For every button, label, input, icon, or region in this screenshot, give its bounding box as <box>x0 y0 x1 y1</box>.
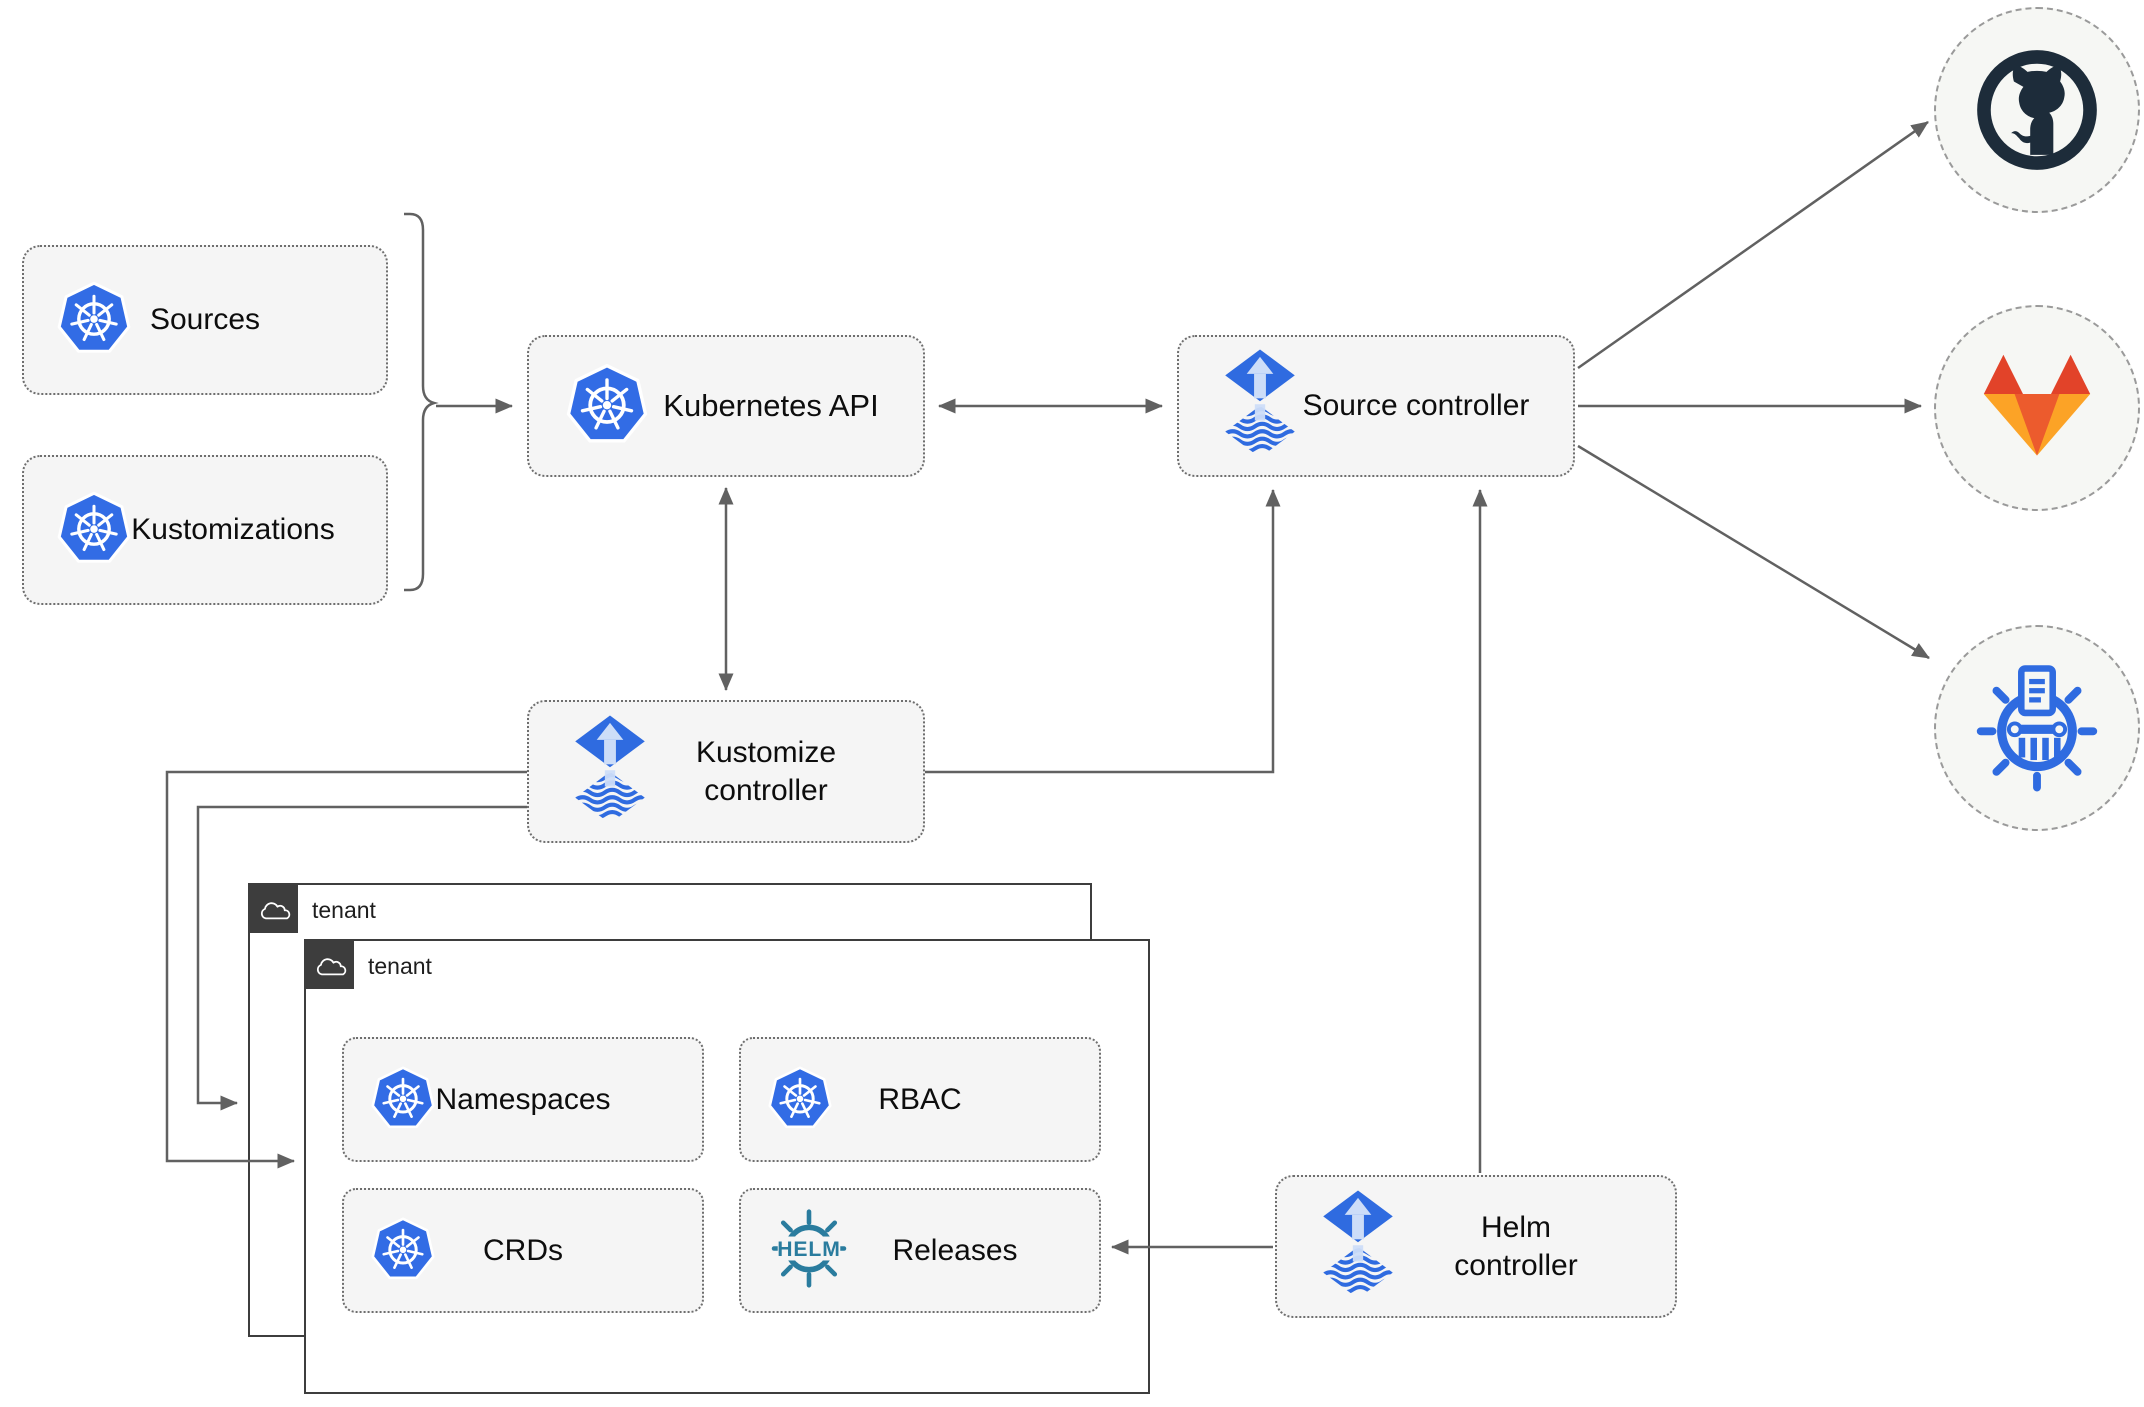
crds-label: CRDs <box>483 1233 563 1267</box>
group-brace <box>404 212 439 592</box>
crds-box: CRDs <box>342 1188 704 1313</box>
kubernetes-api-box: Kubernetes API <box>527 335 925 477</box>
cloud-icon <box>260 901 291 919</box>
source-controller-label: Source controller <box>1302 389 1530 423</box>
tenant-back-label: tenant <box>312 897 376 923</box>
namespaces-box: Namespaces <box>342 1037 704 1162</box>
gitlab-circle <box>1934 305 2140 511</box>
tenant-front-box: tenant Namespaces RBAC CRDs <box>304 939 1150 1394</box>
sources-label: Sources <box>149 303 261 337</box>
helm-icon: HELM <box>763 1202 855 1299</box>
helm-controller-box: Helm controller <box>1275 1175 1677 1318</box>
gitlab-icon <box>1983 354 2091 456</box>
tenant-front-tab <box>304 939 354 989</box>
helm-logo-text: HELM <box>777 1237 841 1260</box>
cloud-icon <box>316 957 347 975</box>
github-circle <box>1934 7 2140 213</box>
releases-box: HELM Releases <box>739 1188 1101 1313</box>
tenant-front-label: tenant <box>368 953 432 979</box>
kustomize-wheel-circle <box>1934 625 2140 831</box>
kustomizations-label: Kustomizations <box>131 513 335 547</box>
kubernetes-api-label: Kubernetes API <box>663 387 879 423</box>
helm-controller-label: Helm controller <box>1454 1211 1578 1282</box>
source-controller-box: Source controller <box>1177 335 1575 477</box>
kustomizations-box: Kustomizations <box>22 455 388 605</box>
sources-box: Sources <box>22 245 388 395</box>
kustomize-controller-label: Kustomize controller <box>695 736 837 807</box>
namespaces-label: Namespaces <box>435 1082 611 1116</box>
github-icon <box>1969 42 2105 178</box>
kustomize-controller-box: Kustomize controller <box>527 700 925 843</box>
rbac-box: RBAC <box>739 1037 1101 1162</box>
kustomize-wheel-icon <box>1967 658 2107 798</box>
releases-label: Releases <box>892 1233 1018 1267</box>
rbac-label: RBAC <box>878 1082 962 1116</box>
tenant-back-tab <box>248 883 298 933</box>
